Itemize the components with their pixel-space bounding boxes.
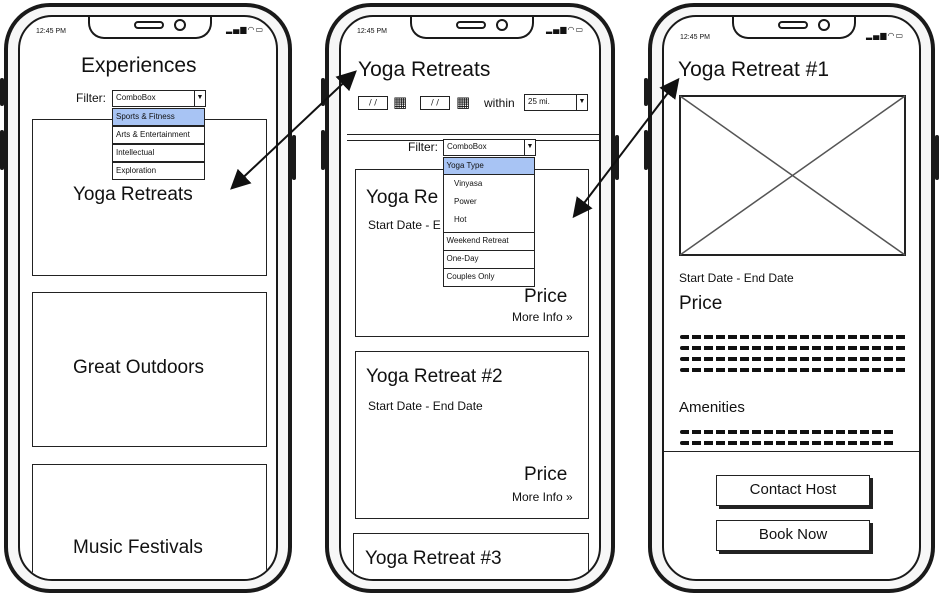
filter-option-hot[interactable]: Hot (454, 215, 467, 224)
status-time: 12:45 PM (357, 28, 387, 35)
speaker (134, 21, 164, 29)
filter-option-arts-entertainment[interactable]: Arts & Entertainment (112, 126, 205, 144)
experience-card-great-outdoors[interactable]: Great Outdoors (32, 292, 267, 447)
more-info-label: More Info (512, 310, 563, 324)
calendar-icon[interactable]: ▦ (456, 93, 471, 111)
camera (174, 19, 186, 31)
wifi-icon: ◠ (567, 25, 576, 34)
side-button (0, 130, 4, 170)
description-text-line (680, 335, 908, 339)
retreat-price: Price (524, 464, 568, 485)
retreat-price: Price (524, 286, 568, 307)
camera (496, 19, 508, 31)
screen-experiences: 12:45 PM ▂▄▆◠▭ Experiences Filter: Yoga … (18, 15, 278, 581)
card-title: Music Festivals (73, 537, 203, 558)
retreat-dates: Start Date - End Date (679, 271, 794, 285)
card-title: Great Outdoors (73, 357, 204, 378)
filter-option-couples-only[interactable]: Couples Only (442, 268, 535, 287)
calendar-icon[interactable]: ▦ (393, 93, 408, 111)
description-text-line (680, 357, 908, 361)
image-placeholder-icon (679, 95, 906, 256)
more-info-link[interactable]: More Info » (512, 490, 573, 504)
battery-icon: ▭ (895, 31, 905, 40)
description-text-line (680, 368, 908, 372)
retreat-price: Price (679, 293, 723, 314)
card-title: Yoga Retreats (73, 184, 193, 205)
retreat-card-2[interactable]: Yoga Retreat #2 Start Date - End Date Pr… (355, 351, 589, 519)
wifi-icon: ◠ (247, 25, 256, 34)
retreat-name: Yoga Retreat #2 (366, 366, 503, 387)
more-info-label: More Info (512, 490, 563, 504)
status-time: 12:45 PM (680, 34, 710, 41)
filter-option-sports-fitness[interactable]: Sports & Fitness (112, 108, 205, 126)
amenities-text-line (680, 430, 895, 434)
filter-combobox[interactable]: ComboBox ▼ (443, 139, 536, 156)
signal-icon: ▂▄▆ (546, 25, 568, 34)
filter-option-exploration[interactable]: Exploration (112, 162, 205, 180)
filter-option-weekend-retreat[interactable]: Weekend Retreat (442, 232, 535, 251)
distance-value: 25 mi. (528, 97, 550, 106)
status-time: 12:45 PM (36, 28, 66, 35)
filter-label: Filter: (408, 140, 438, 154)
combo-value: ComboBox (447, 142, 487, 151)
status-icons: ▂▄▆◠▭ (226, 25, 264, 34)
status-icons: ▂▄▆◠▭ (866, 31, 904, 40)
within-label: within (484, 96, 515, 110)
filter-option-vinyasa[interactable]: Vinyasa (454, 179, 483, 188)
retreat-dates: Start Date - End Date (368, 399, 483, 413)
amenities-text-line (680, 441, 895, 445)
signal-icon: ▂▄▆ (866, 31, 888, 40)
battery-icon: ▭ (575, 25, 585, 34)
book-now-button[interactable]: Book Now (716, 520, 870, 551)
filter-option-one-day[interactable]: One-Day (442, 250, 535, 269)
chevron-down-icon[interactable]: ▼ (524, 140, 535, 155)
page-title: Experiences (81, 54, 197, 77)
page-title: Yoga Retreat #1 (678, 58, 830, 81)
retreat-dates: Start Date - E (368, 218, 441, 232)
side-button (935, 135, 939, 180)
battery-icon: ▭ (255, 25, 265, 34)
combo-value: ComboBox (116, 93, 156, 102)
divider (347, 134, 599, 135)
screen-yoga-retreats: 12:45 PM ▂▄▆◠▭ Yoga Retreats / / ▦ / / ▦… (339, 15, 601, 581)
signal-icon: ▂▄▆ (226, 25, 248, 34)
speaker (456, 21, 486, 29)
double-chevron-right-icon: » (566, 490, 573, 504)
retreat-name: Yoga Retreat #3 (365, 548, 502, 569)
camera (818, 19, 830, 31)
double-chevron-right-icon: » (566, 310, 573, 324)
retreat-card-3[interactable]: Yoga Retreat #3 (353, 533, 589, 579)
retreat-name: Yoga Re (366, 187, 439, 208)
filter-label: Filter: (76, 91, 106, 105)
speaker (778, 21, 808, 29)
description-text-line (680, 346, 908, 350)
filter-combobox[interactable]: ComboBox ▼ (112, 90, 206, 107)
page-title: Yoga Retreats (358, 58, 491, 81)
flow-arrow-experiences-to-retreats (230, 70, 357, 190)
start-date-field[interactable]: / / (358, 96, 388, 110)
filter-option-power[interactable]: Power (454, 197, 477, 206)
filter-dropdown: Yoga Type Vinyasa Power Hot Weekend Retr… (442, 156, 535, 287)
filter-option-yoga-type[interactable]: Yoga Type (442, 156, 535, 175)
screen-retreat-detail: 12:45 PM ▂▄▆◠▭ Yoga Retreat #1 Start Dat… (662, 15, 921, 581)
end-date-field[interactable]: / / (420, 96, 450, 110)
amenities-heading: Amenities (679, 399, 745, 416)
more-info-link[interactable]: More Info » (512, 310, 573, 324)
contact-host-button[interactable]: Contact Host (716, 475, 870, 506)
chevron-down-icon[interactable]: ▼ (194, 91, 205, 106)
wifi-icon: ◠ (887, 31, 896, 40)
filter-option-intellectual[interactable]: Intellectual (112, 144, 205, 162)
status-icons: ▂▄▆◠▭ (546, 25, 584, 34)
divider (664, 451, 919, 452)
experience-card-music-festivals[interactable]: Music Festivals (32, 464, 267, 579)
side-button (0, 78, 4, 106)
flow-arrow-retreats-to-detail (572, 77, 680, 219)
